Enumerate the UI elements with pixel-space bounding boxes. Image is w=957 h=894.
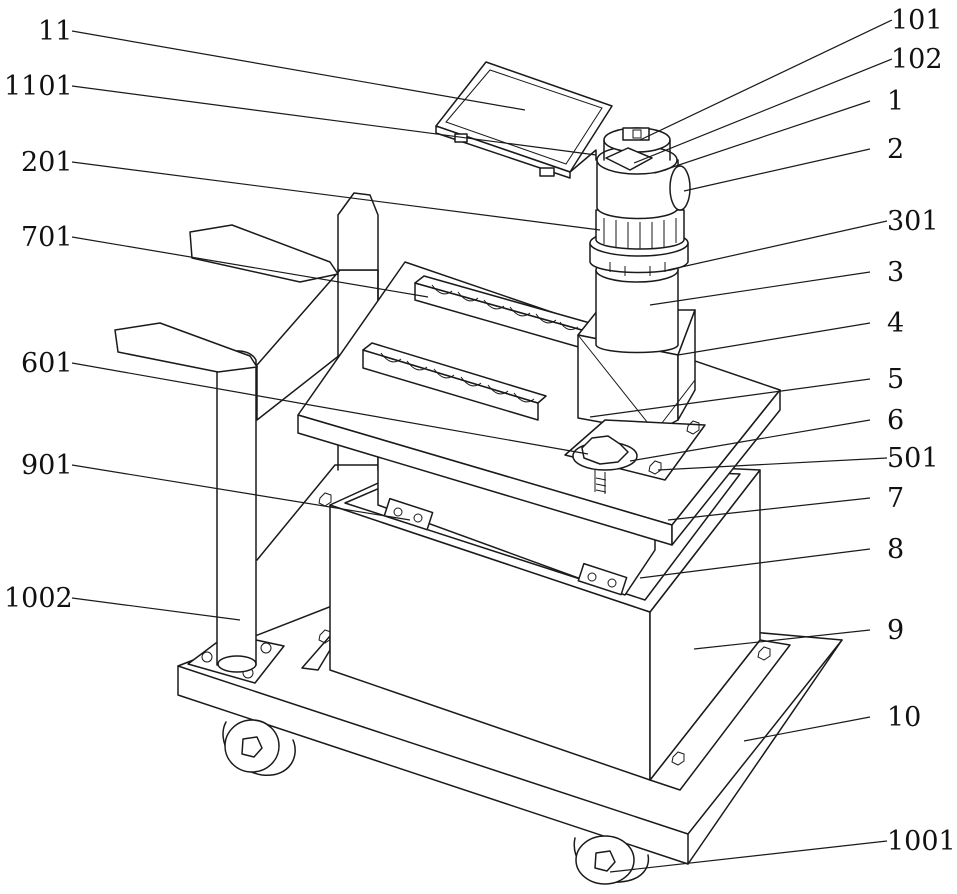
label-9: 9 — [887, 615, 904, 646]
leader-301 — [668, 221, 887, 270]
label-11: 11 — [38, 16, 72, 47]
label-101: 101 — [891, 5, 943, 36]
label-301: 301 — [887, 206, 939, 237]
label-8: 8 — [887, 534, 904, 565]
label-2: 2 — [887, 134, 904, 165]
label-501: 501 — [887, 443, 939, 474]
label-1: 1 — [887, 86, 904, 117]
label-5: 5 — [887, 364, 904, 395]
label-701: 701 — [21, 222, 73, 253]
solar-panel — [436, 62, 612, 178]
label-901: 901 — [21, 450, 73, 481]
vertical-post — [217, 351, 256, 672]
label-1002: 1002 — [4, 583, 73, 614]
label-1101: 1101 — [4, 71, 73, 102]
leader-2 — [684, 149, 870, 191]
label-201: 201 — [21, 147, 73, 178]
leader-1002 — [72, 598, 240, 620]
label-10: 10 — [887, 702, 921, 733]
label-102: 102 — [891, 44, 943, 75]
label-6: 6 — [887, 405, 904, 436]
label-1001: 1001 — [887, 826, 956, 857]
leader-201 — [72, 162, 600, 230]
label-4: 4 — [887, 308, 904, 339]
leader-11 — [72, 31, 525, 110]
leader-4 — [678, 323, 870, 355]
leader-3 — [650, 272, 870, 305]
label-7: 7 — [887, 483, 904, 514]
leader-102 — [634, 59, 892, 163]
label-3: 3 — [887, 257, 904, 288]
label-601: 601 — [21, 348, 73, 379]
leader-101 — [640, 20, 892, 140]
